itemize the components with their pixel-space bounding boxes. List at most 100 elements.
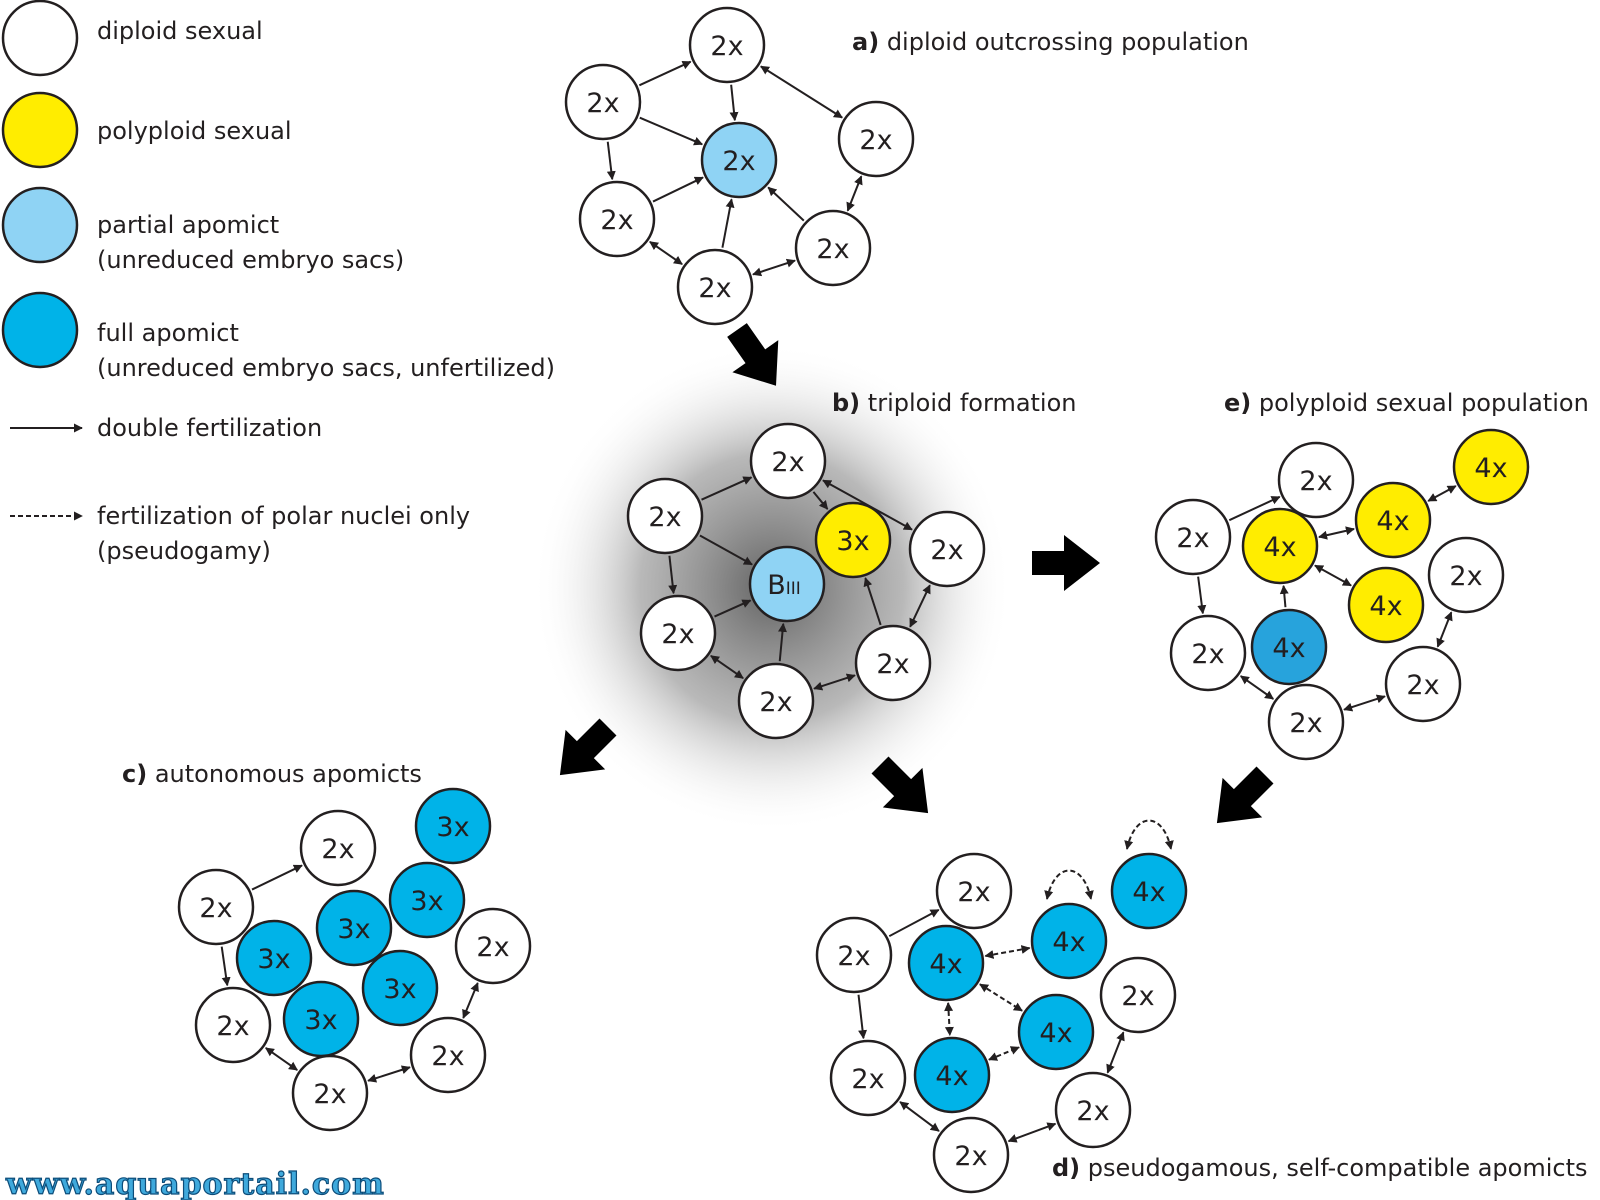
svg-text:2x: 2x [586,88,619,119]
svg-text:2x: 2x [313,1079,346,1110]
fertilization-arrow [1007,1122,1057,1143]
legend-label-double-fertilization: double fertilization [97,414,322,442]
fertilization-arrow [367,1065,411,1083]
legend-swatch-polyploid-sexual [1,91,79,169]
svg-text:2x: 2x [648,502,681,533]
panel-c-title: autonomous apomicts [155,760,422,788]
fertilization-arrow [1436,611,1453,648]
svg-text:3x: 3x [383,974,416,1005]
pseudogamy-arrow [984,945,1031,959]
fertilization-arrow [888,908,940,938]
node-e-4x-topright: 4x [1452,428,1530,506]
panel-e-title: polyploid sexual population [1259,389,1589,417]
svg-text:2x: 2x [661,619,694,650]
node-a-2x-top: 2x [688,6,766,84]
svg-text:2x: 2x [957,877,990,908]
svg-text:3x: 3x [304,1005,337,1036]
node-c-3x-e: 3x [282,980,360,1058]
panel-a-label: a) diploid outcrossing population [852,28,1249,56]
node-c-3x-a: 3x [388,861,466,939]
edges [220,60,1457,1143]
svg-text:2x: 2x [710,31,743,62]
node-c-2x-midright: 2x [409,1016,487,1094]
fertilization-arrow [1228,495,1281,522]
panel-d-title: pseudogamous, self-compatible apomicts [1088,1154,1588,1182]
svg-text:2x: 2x [851,1064,884,1095]
node-a-2x-midleft: 2x [578,180,656,258]
panel-d-label: d) pseudogamous, self-compatible apomict… [1052,1154,1588,1182]
fertilization-arrow [1197,576,1207,615]
fertilization-arrow [649,240,683,266]
svg-text:4x: 4x [929,949,962,980]
svg-text:2x: 2x [431,1041,464,1072]
svg-text:4x: 4x [1263,532,1296,563]
self-pollination-loop [1124,819,1174,850]
node-c-2x-left: 2x [177,868,255,946]
svg-text:2x: 2x [698,273,731,304]
panel-e-letter: e) [1224,389,1251,417]
fertilization-arrow [462,982,479,1019]
node-d-2x-midright: 2x [1054,1071,1132,1149]
node-e-2x-midright: 2x [1384,645,1462,723]
fertilization-arrow [714,599,752,618]
node-e-4x-c: 4x [1347,566,1425,644]
svg-text:2x: 2x [600,205,633,236]
self-pollination-loop [1044,869,1094,900]
legend: diploid sexual polyploid sexual partial … [1,0,555,565]
fertilization-arrow [1106,1031,1125,1074]
panel-d-letter: d) [1052,1154,1080,1182]
legend-label-diploid-sexual: diploid sexual [97,17,263,45]
legend-swatch-full-apomict [1,291,79,369]
arrow-b-to-d [871,756,929,814]
svg-text:4x: 4x [1272,633,1305,664]
node-d-4x-b: 4x [907,924,985,1002]
fertilization-arrow [710,654,744,680]
node-e-2x-right: 2x [1427,536,1505,614]
svg-text:3x: 3x [836,526,869,557]
node-e-2x-left: 2x [1154,498,1232,576]
svg-text:2x: 2x [837,941,870,972]
transition-arrows [559,323,1274,824]
fertilization-arrow [652,176,704,203]
fertilization-arrow [813,673,856,691]
fertilization-arrow [729,84,739,122]
svg-text:BIII: BIII [767,570,801,601]
node-d-4x-c: 4x [1017,993,1095,1071]
fertilization-arrow [767,186,805,222]
panel-e: 2x 4x 2x 4x 4x 4x 2x 4x 2x 2x 2x 2x [1154,428,1530,761]
fertilization-arrow [752,258,796,277]
svg-text:2x: 2x [930,535,963,566]
node-d-4x-a: 4x [1030,902,1108,980]
svg-text:2x: 2x [1406,670,1439,701]
svg-text:3x: 3x [337,914,370,945]
svg-text:4x: 4x [1052,927,1085,958]
fertilization-arrow [265,1047,298,1071]
node-b-2x-right: 2x [908,510,986,588]
fertilization-arrow [668,555,678,595]
panel-e-label: e) polyploid sexual population [1224,389,1589,417]
fertilization-arrow [721,198,735,248]
node-b-2x-left: 2x [626,477,704,555]
panel-c-label: c) autonomous apomicts [122,760,422,788]
panel-d: 2x 4x 4x 2x 4x 4x 2x 4x 2x 2x 2x 2x [815,852,1188,1194]
svg-text:2x: 2x [1076,1096,1109,1127]
svg-text:2x: 2x [199,893,232,924]
node-b-2x-midleft: 2x [639,594,717,672]
panel-c: 3x 2x 2x 3x 3x 3x 2x 3x 3x 2x 2x 2x [177,787,532,1132]
node-b-triploid: 3x [814,501,892,579]
fertilization-arrow [251,864,303,891]
svg-text:2x: 2x [859,125,892,156]
node-e-4x-full-apomict: 4x [1250,608,1328,686]
fertilization-arrow [606,141,616,181]
node-d-2x-left: 2x [815,916,893,994]
legend-label-full-apomict-detail: (unreduced embryo sacs, unfertilized) [97,354,555,382]
svg-text:2x: 2x [1289,708,1322,739]
legend-label-full-apomict: full apomict [97,319,239,347]
legend-swatch-partial-apomict [1,186,79,264]
node-d-2x-right: 2x [1099,956,1177,1034]
node-e-4x-b: 4x [1241,507,1319,585]
fertilization-arrow [639,116,704,146]
fertilization-arrow [1318,526,1355,540]
arrow-b-to-e [1032,535,1100,591]
legend-swatch-diploid-sexual [1,0,79,77]
